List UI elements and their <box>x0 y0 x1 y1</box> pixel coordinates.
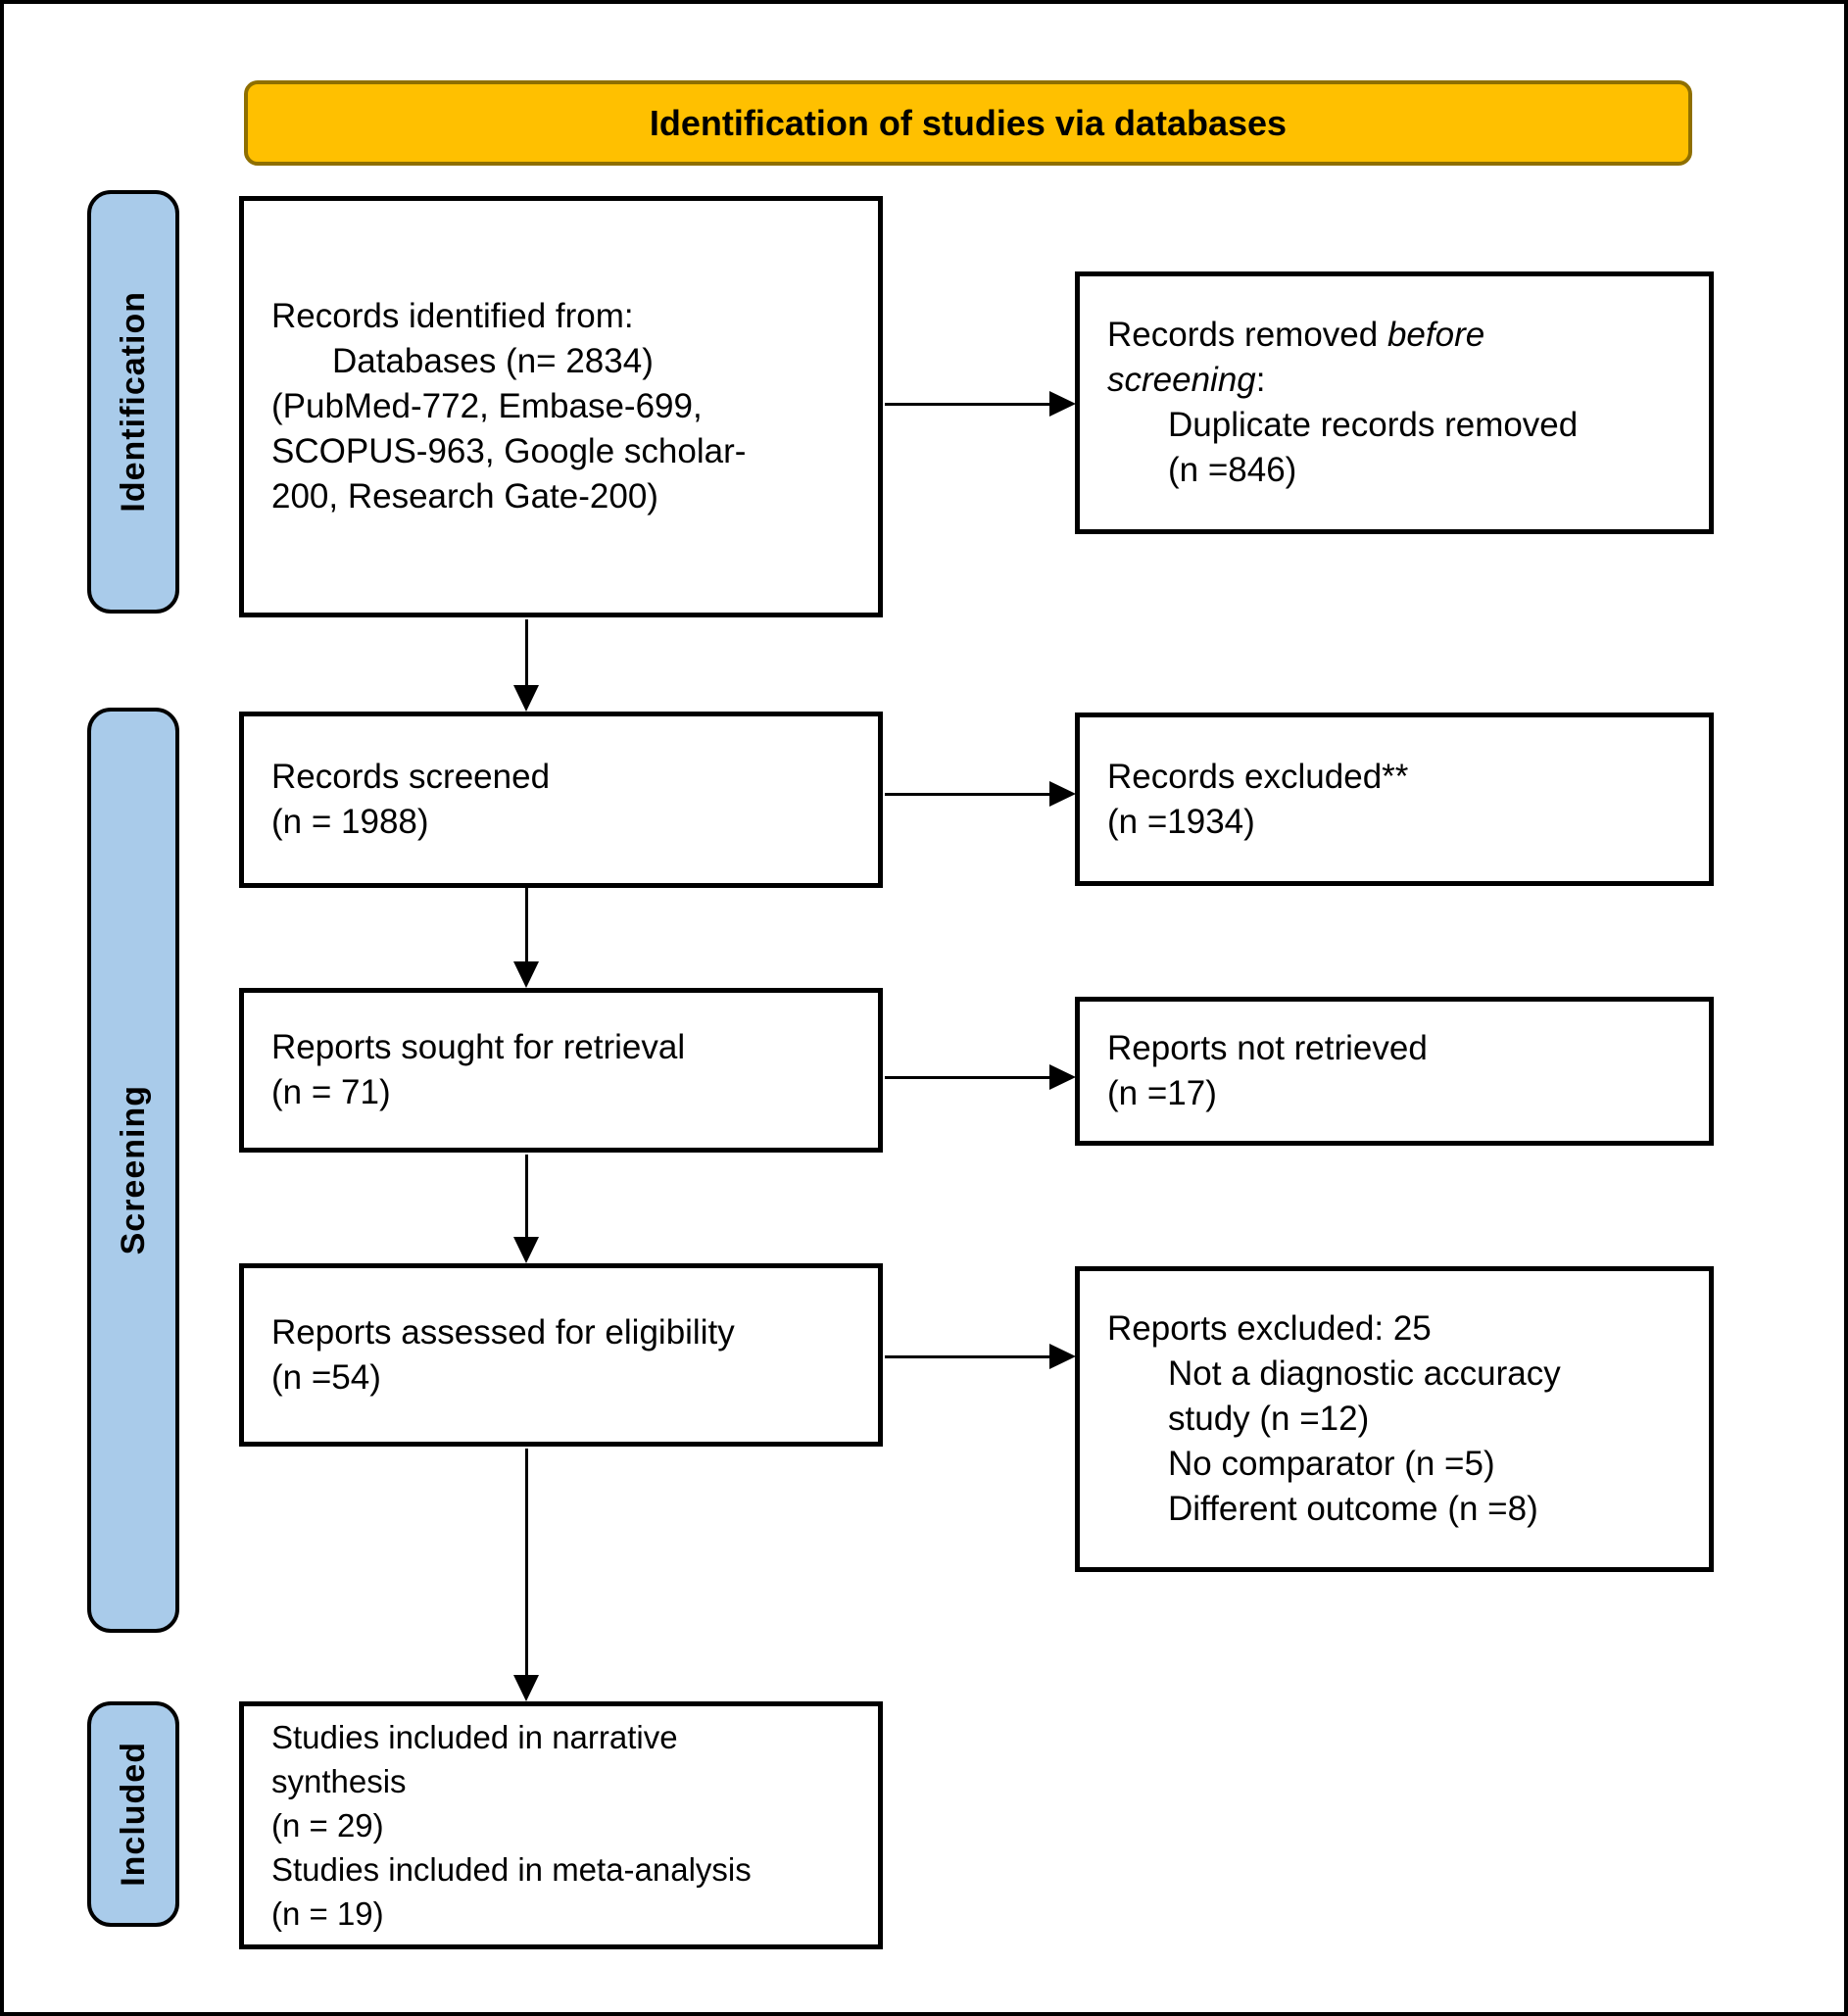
box-line: Studies included in narrative <box>271 1719 678 1755</box>
arrow-shaft <box>885 1075 1049 1079</box>
box-line: Reports assessed for eligibility <box>271 1312 735 1352</box>
box-line: (n =17) <box>1107 1074 1217 1112</box>
box-line: Different outcome (n =8) <box>1168 1490 1538 1528</box>
italic-segment: screening <box>1107 361 1256 399</box>
arrow-down-icon <box>513 1237 539 1263</box>
box-line: Records screened <box>271 758 551 796</box>
box-line: screening: <box>1107 358 1689 403</box>
box-line: Duplicate records removed <box>1168 406 1579 444</box>
reports-excluded-box: Reports excluded: 25 Not a diagnostic ac… <box>1075 1266 1714 1572</box>
box-line: (n = 29) <box>271 1807 384 1844</box>
arrow-down-icon <box>513 961 539 988</box>
arrow-right-icon <box>1049 1064 1076 1090</box>
box-line: Records removed before <box>1107 313 1689 358</box>
italic-segment: before <box>1386 316 1485 354</box>
records-excluded-box: Records excluded** (n =1934) <box>1075 713 1714 886</box>
box-line: (n = 19) <box>271 1895 384 1932</box>
arrow-shaft <box>885 402 1049 406</box>
stage-identification: Identification <box>87 190 179 614</box>
box-line: Records excluded** <box>1107 757 1409 796</box>
box-line: study (n =12) <box>1168 1400 1370 1438</box>
stage-screening-label: Screening <box>114 1085 152 1255</box>
box-line: (PubMed-772, Embase-699, <box>271 387 703 425</box>
box-line: SCOPUS-963, Google scholar- <box>271 432 747 470</box>
box-line: (n = 71) <box>271 1073 391 1111</box>
box-line: synthesis <box>271 1763 407 1799</box>
box-line: No comparator (n =5) <box>1168 1445 1495 1483</box>
text-segment: Records removed <box>1107 316 1387 354</box>
box-line: Reports not retrieved <box>1107 1029 1428 1067</box>
stage-included-label: Included <box>114 1742 152 1887</box>
arrow-shaft <box>524 1449 528 1675</box>
arrow-shaft <box>524 1155 528 1237</box>
reports-not-retrieved-box: Reports not retrieved (n =17) <box>1075 997 1714 1146</box>
box-line: Reports excluded: 25 <box>1107 1309 1432 1348</box>
box-line: (n =1934) <box>1107 802 1255 841</box>
arrow-shaft <box>885 1354 1049 1358</box>
records-removed-box: Records removed before screening: Duplic… <box>1075 271 1714 534</box>
studies-included-box: Studies included in narrative synthesis … <box>239 1701 883 1949</box>
stage-identification-label: Identification <box>114 291 152 513</box>
box-line: (n =846) <box>1168 451 1297 489</box>
box-line: (n =54) <box>271 1357 381 1397</box>
box-line: (n = 1988) <box>271 803 429 841</box>
text-segment: : <box>1255 361 1266 399</box>
arrow-right-icon <box>1049 391 1076 417</box>
box-line: Records identified from: <box>271 297 634 335</box>
banner-title: Identification of studies via databases <box>649 102 1288 143</box>
records-identified-box: Records identified from: Databases (n= 2… <box>239 196 883 617</box>
box-line: Not a diagnostic accuracy <box>1168 1354 1561 1393</box>
arrow-shaft <box>524 619 528 685</box>
arrow-shaft <box>885 792 1049 796</box>
box-line: Studies included in meta-analysis <box>271 1851 752 1888</box>
banner: Identification of studies via databases <box>244 80 1692 166</box>
arrow-down-icon <box>513 1675 539 1701</box>
records-screened-box: Records screened (n = 1988) <box>239 712 883 888</box>
reports-sought-box: Reports sought for retrieval (n = 71) <box>239 988 883 1153</box>
arrow-right-icon <box>1049 1344 1076 1369</box>
arrow-shaft <box>524 888 528 961</box>
box-line: Databases (n= 2834) <box>332 342 654 380</box>
box-line: Reports sought for retrieval <box>271 1028 686 1066</box>
arrow-right-icon <box>1049 781 1076 807</box>
stage-screening: Screening <box>87 708 179 1633</box>
box-line: 200, Research Gate-200) <box>271 477 658 516</box>
stage-included: Included <box>87 1701 179 1927</box>
arrow-down-icon <box>513 685 539 712</box>
reports-assessed-box: Reports assessed for eligibility (n =54) <box>239 1263 883 1447</box>
